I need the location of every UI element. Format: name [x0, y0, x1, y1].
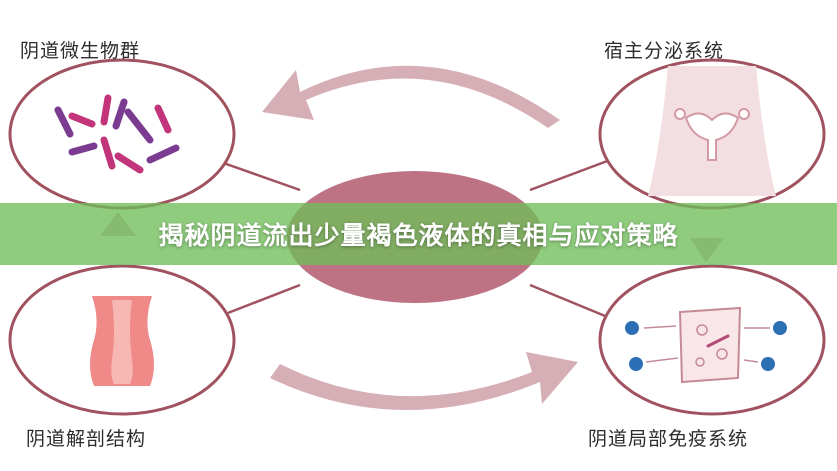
banner-title: 揭秘阴道流出少量褐色液体的真相与应对策略 [158, 221, 679, 250]
host-secretion-node [598, 58, 826, 210]
anatomy-node [8, 264, 236, 416]
uterus-icon [648, 66, 776, 196]
title-banner: 揭秘阴道流出少量褐色液体的真相与应对策略 [0, 203, 837, 265]
cell-tissue-icon [678, 306, 742, 384]
immune-node [598, 264, 826, 416]
label-vaginal-microbiota: 阴道微生物群 [20, 40, 141, 62]
vaginal-canal-icon [90, 296, 154, 386]
label-host-secretion-system: 宿主分泌系统 [604, 40, 725, 62]
label-local-immune-system: 阴道局部免疫系统 [588, 428, 749, 450]
arrow-bottom [270, 352, 578, 411]
signal-arrows [643, 325, 770, 363]
immune-cell-icon [625, 321, 787, 371]
connector-lines [214, 158, 611, 320]
arrow-top [262, 65, 560, 128]
microbiota-node [8, 58, 236, 210]
label-vaginal-anatomy: 阴道解剖结构 [26, 428, 147, 450]
bacteria-icon [54, 94, 180, 174]
